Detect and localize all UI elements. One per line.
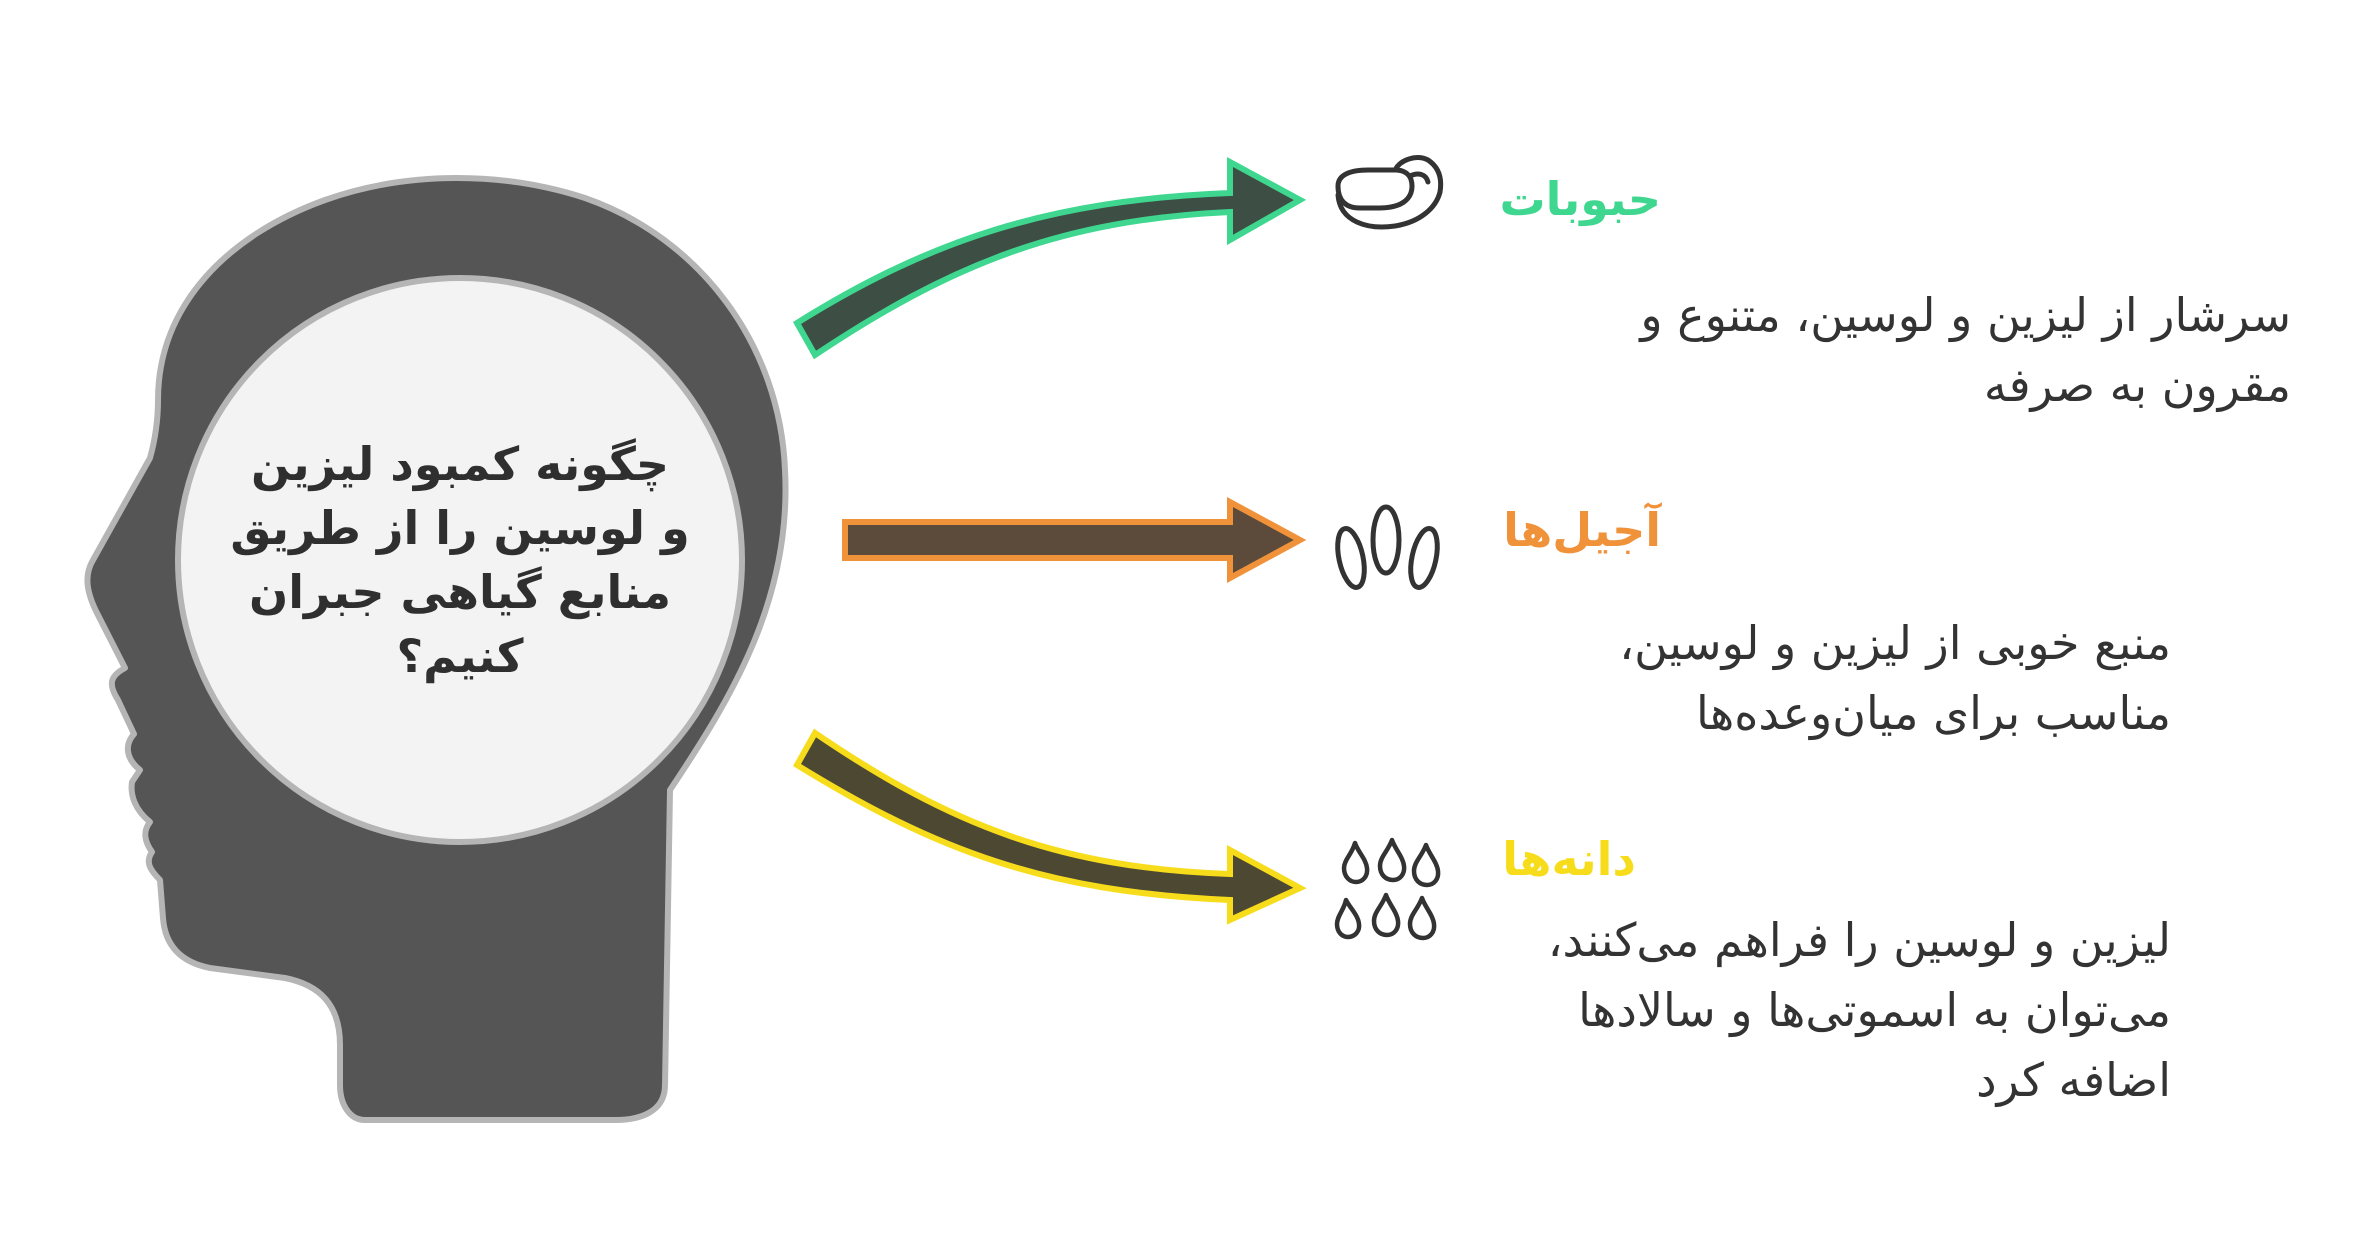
seeds-description: لیزین و لوسین را فراهم می‌کنند، می‌توان …: [1548, 905, 2171, 1115]
nuts-description: منبع خوبی از لیزین و لوسین، مناسب برای م…: [1619, 608, 2171, 748]
seeds-icon: [1334, 837, 1441, 941]
nuts-icon: [1335, 504, 1440, 590]
legumes-icon: [1335, 155, 1444, 230]
arrow-to-legumes: [792, 156, 1307, 360]
description-line: مناسب برای میان‌وعده‌ها: [1696, 686, 2171, 740]
arrow-to-seeds: [792, 728, 1307, 925]
description-line: منبع خوبی از لیزین و لوسین،: [1619, 616, 2171, 670]
description-line: لیزین و لوسین را فراهم می‌کنند،: [1547, 913, 2171, 967]
question-line: کنیم؟: [396, 629, 524, 683]
question-line: چگونه کمبود لیزین: [250, 437, 670, 491]
description-line: می‌توان به اسموتی‌ها و سالادها: [1578, 983, 2171, 1037]
description-line: اضافه کرد: [1976, 1053, 2171, 1107]
question-line: و لوسین را از طریق: [230, 501, 690, 555]
seeds-title: دانه‌ها: [1502, 832, 1636, 886]
nuts-title: آجیل‌ها: [1503, 503, 1661, 557]
legumes-description: سرشار از لیزین و لوسین، متنوع و مقرون به…: [1640, 280, 2291, 420]
question-line: منابع گیاهی جبران: [248, 565, 672, 619]
description-line: مقرون به صرفه: [1983, 358, 2291, 412]
description-line: سرشار از لیزین و لوسین، متنوع و: [1640, 288, 2291, 342]
question-circle: [175, 275, 745, 845]
legumes-title: حبوبات: [1499, 172, 1661, 226]
arrow-to-nuts: [842, 496, 1307, 584]
central-question: چگونه کمبود لیزین و لوسین را از طریق منا…: [215, 395, 705, 725]
